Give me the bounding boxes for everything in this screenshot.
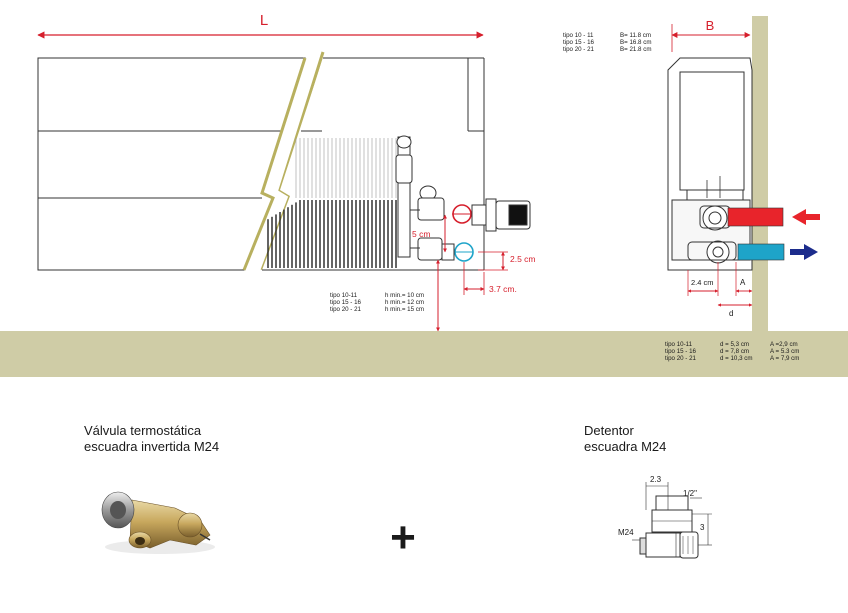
hmin-row-2-val: h min.= 12 cm (385, 299, 424, 306)
detentor-drawing (632, 482, 712, 559)
detentor-dim-3: 3 (700, 523, 705, 532)
valve-assembly-front (395, 135, 531, 262)
detentor-title-line2: escuadra M24 (584, 439, 666, 454)
dim-2-5cm-label: 2.5 cm (510, 254, 536, 264)
plus-sign: + (390, 513, 416, 562)
thermostatic-valve-photo (101, 491, 215, 554)
dim-5cm-label: 5 cm (412, 229, 430, 239)
b-row-1-tipo: tipo 10 - 11 (563, 32, 594, 39)
detentor-dim-2-3: 2.3 (650, 475, 662, 484)
b-row-2-val: B= 16.8 cm (620, 39, 651, 46)
outflow-arrow (790, 244, 818, 260)
hmin-row-3-tipo: tipo 20 - 21 (330, 306, 362, 313)
hmin-row-2-tipo: tipo 15 - 16 (330, 299, 362, 306)
da-row-2-A: A = 5.3 cm (770, 348, 799, 355)
da-row-2-tipo: tipo 15 - 16 (665, 348, 697, 355)
da-row-1-tipo: tipo 10-11 (665, 341, 693, 348)
da-row-2-d: d = 7,8 cm (720, 348, 749, 355)
valve-title-line2: escuadra invertida M24 (84, 439, 219, 454)
b-row-3-val: B= 21.8 cm (620, 46, 651, 53)
b-row-3-tipo: tipo 20 - 21 (563, 46, 595, 53)
dim-2-4cm-label: 2.4 cm (691, 278, 714, 287)
d-a-table: tipo 10-11 d = 5,3 cm A =2,9 cm tipo 15 … (665, 341, 799, 362)
b-row-1-val: B= 11.8 cm (620, 32, 651, 39)
dim-L-label: L (260, 12, 268, 29)
radiator-side-view (667, 24, 753, 271)
detentor-dim-half-inch: 1/2" (683, 489, 697, 498)
wall (752, 16, 768, 332)
da-row-1-d: d = 5,3 cm (720, 341, 749, 348)
hmin-row-1-val: h min.= 10 cm (385, 292, 424, 299)
dim-d-label: d (729, 309, 733, 318)
b-table: tipo 10 - 11 B= 11.8 cm tipo 15 - 16 B= … (563, 32, 651, 53)
da-row-3-A: A = 7,9 cm (770, 355, 799, 362)
detentor-title-line1: Detentor (584, 423, 635, 438)
da-row-1-A: A =2,9 cm (770, 341, 798, 348)
valve-title-line1: Válvula termostática (84, 423, 202, 438)
da-row-3-d: d = 10,3 cm (720, 355, 753, 362)
convector-fins (267, 138, 397, 268)
dim-A-label: A (740, 278, 746, 287)
hmin-row-3-val: h min.= 15 cm (385, 306, 424, 313)
detentor-dim-m24: M24 (618, 528, 634, 537)
flow-pipe-blue (737, 243, 785, 261)
flow-pipe-red (727, 207, 784, 227)
dim-3-7cm-label: 3.7 cm. (489, 284, 517, 294)
inflow-arrow (792, 209, 820, 225)
dim-B-label: B (706, 18, 715, 33)
floor-table-bg (660, 332, 848, 377)
hmin-row-1-tipo: tipo 10-11 (330, 292, 358, 299)
da-row-3-tipo: tipo 20 - 21 (665, 355, 697, 362)
hmin-table: tipo 10-11 h min.= 10 cm tipo 15 - 16 h … (330, 292, 424, 313)
b-row-2-tipo: tipo 15 - 16 (563, 39, 595, 46)
